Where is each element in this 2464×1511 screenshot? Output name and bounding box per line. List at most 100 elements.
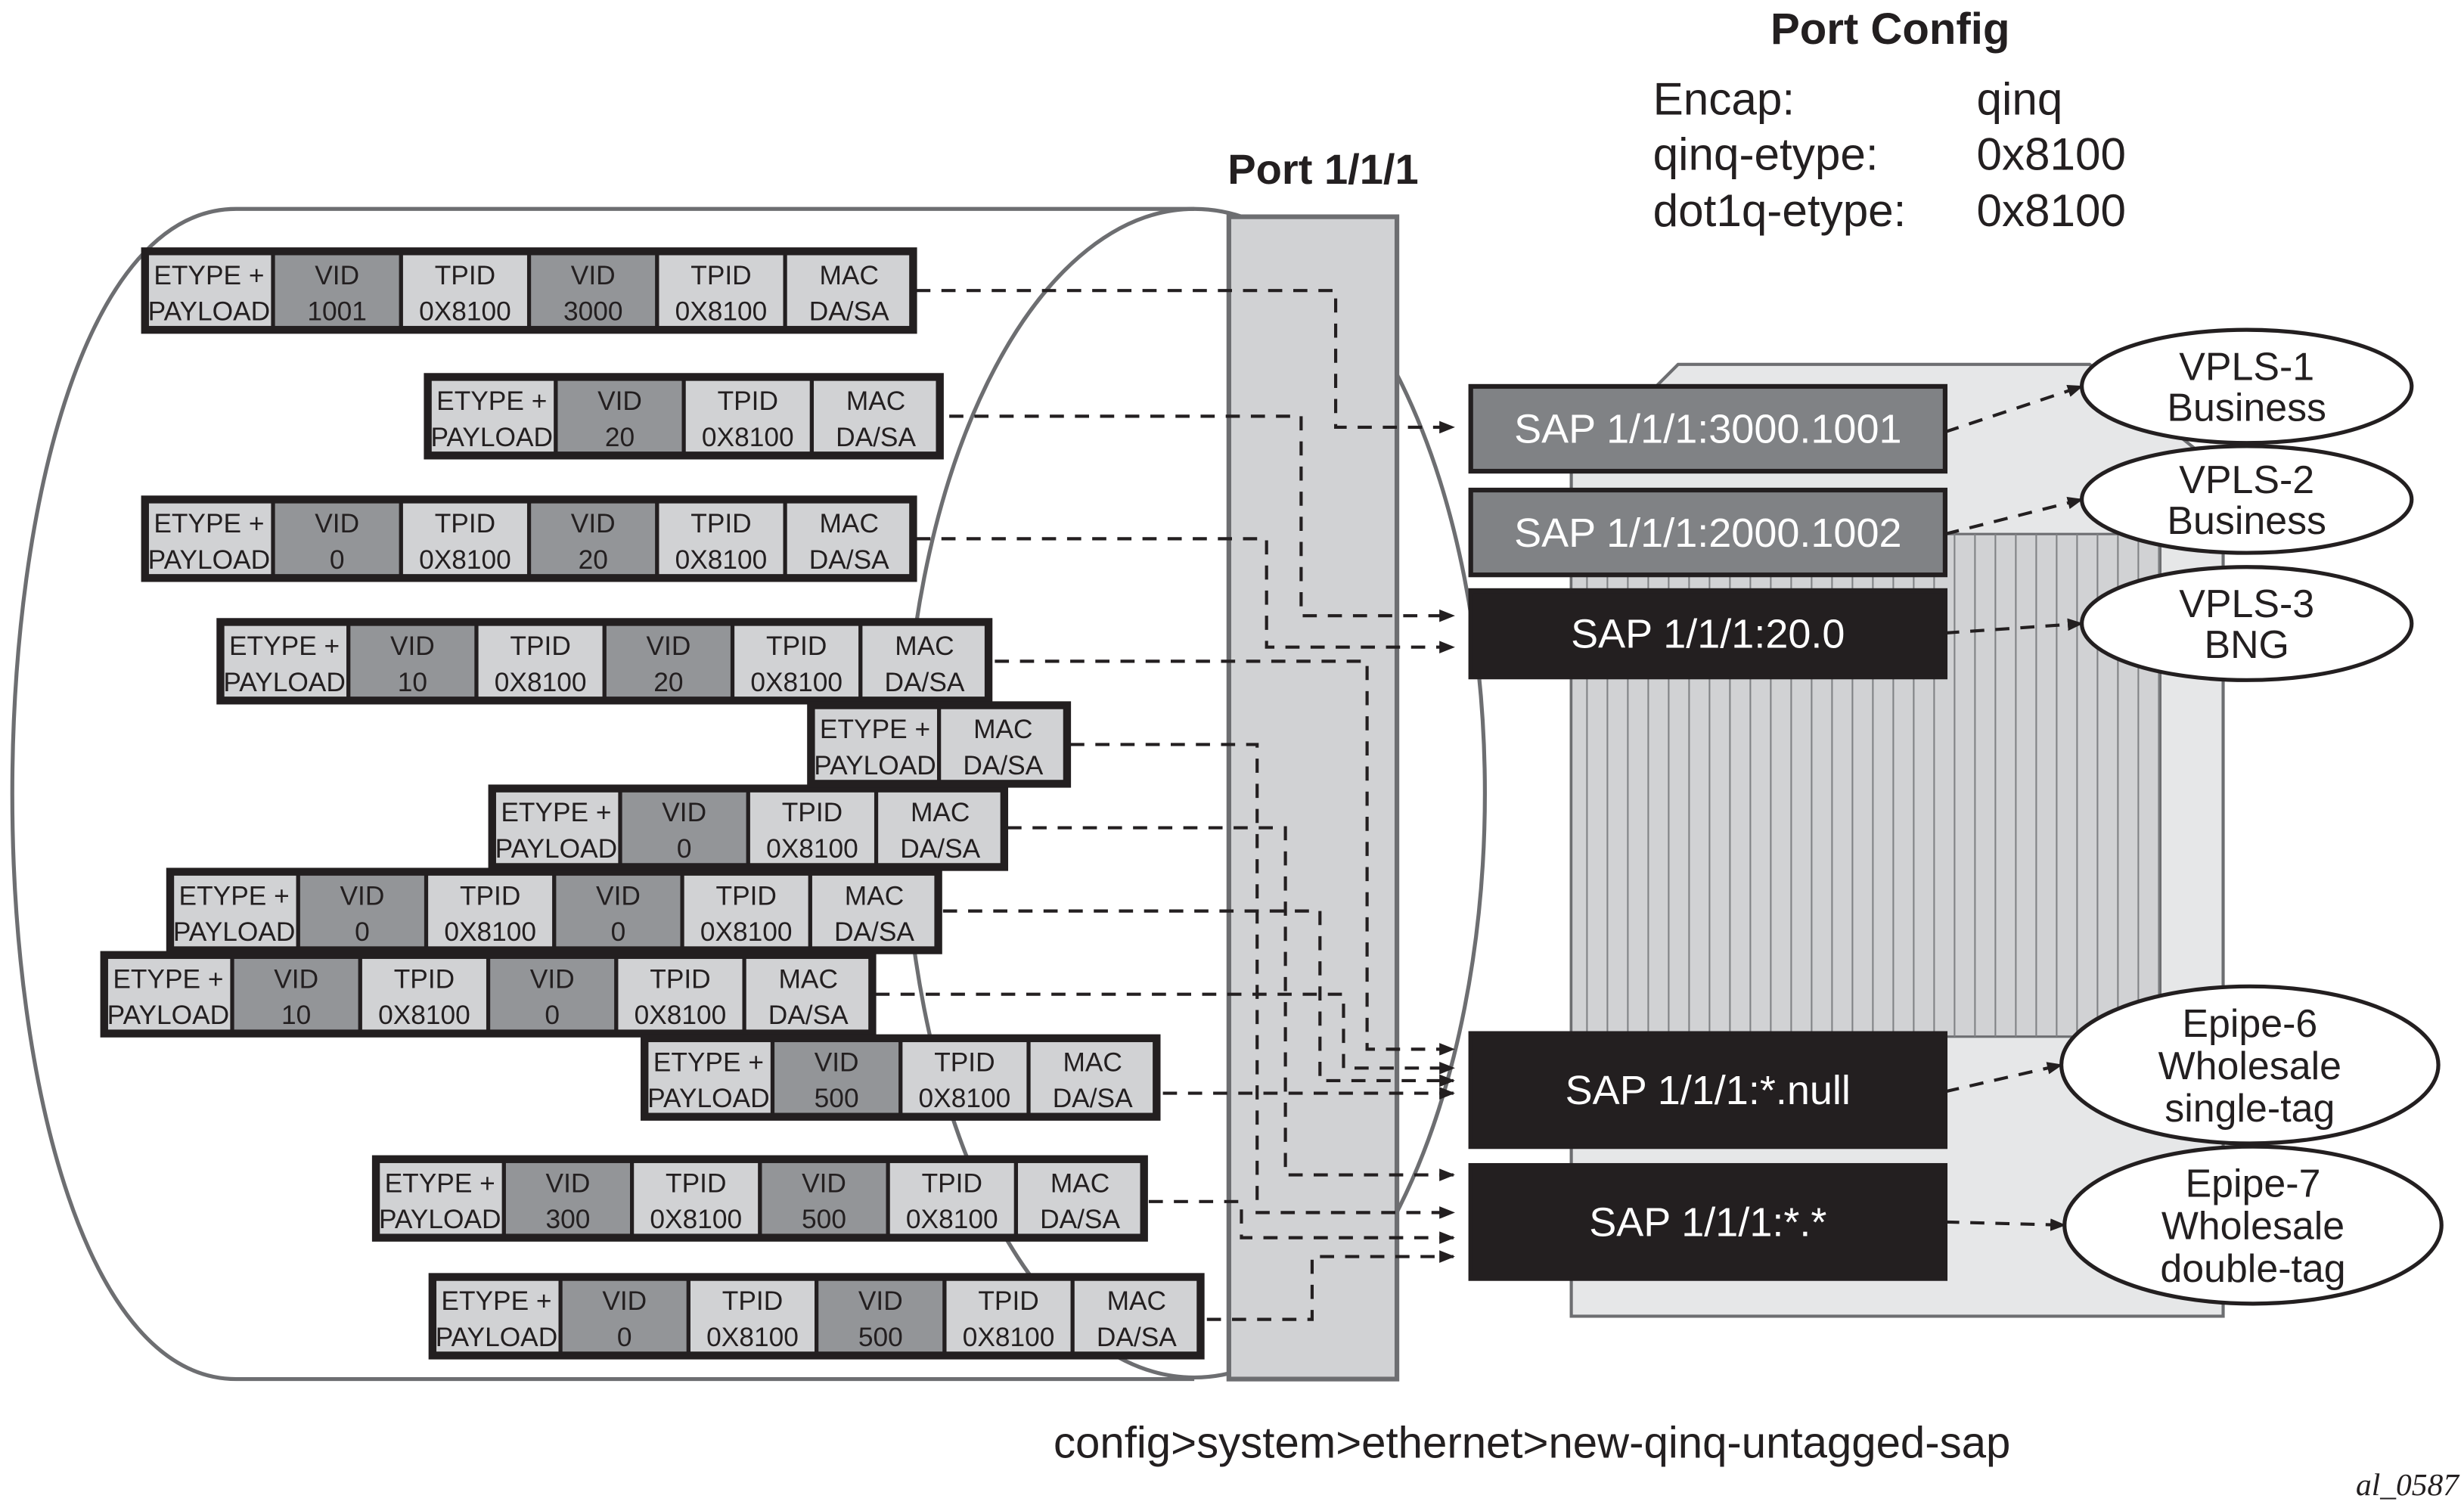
frame-border [488, 784, 1009, 871]
field-name: MAC [911, 798, 970, 827]
field-name: VID [815, 1047, 859, 1077]
field-value: 20 [579, 545, 608, 575]
flow-line [1206, 1250, 1455, 1321]
field-name: ETYPE + [154, 261, 264, 290]
field-name: TPID [766, 631, 827, 661]
flow-line [949, 414, 1455, 622]
service-label: VPLS-2 [2179, 458, 2314, 502]
frame-field [271, 249, 403, 332]
field-value: 0X8100 [650, 1205, 742, 1234]
field-name: VID [571, 509, 616, 538]
field-value: 0X8100 [419, 545, 511, 575]
frame-field [346, 619, 479, 703]
field-value: PAYLOAD [173, 917, 296, 947]
field-value: 1001 [307, 297, 367, 327]
field-value: DA/SA [884, 668, 964, 697]
field-name: VID [315, 509, 359, 538]
field-name: ETYPE + [501, 798, 611, 827]
field-value: 0X8100 [675, 545, 768, 575]
port-cylinder [10, 206, 1195, 1382]
frame-field [808, 870, 941, 953]
flow-line [916, 289, 1455, 434]
field-value: 0 [611, 917, 626, 947]
field-name: TPID [718, 386, 778, 416]
field-value: DA/SA [963, 751, 1043, 780]
field-name: TPID [435, 261, 495, 290]
field-name: VID [596, 881, 641, 911]
field-value: 3000 [563, 297, 623, 327]
sap-service-link [1944, 1218, 2066, 1231]
service-label: VPLS-1 [2179, 346, 2314, 389]
service-label: single-tag [2165, 1087, 2335, 1131]
service-ellipse[interactable] [2059, 984, 2441, 1146]
service-label: BNG [2204, 623, 2289, 667]
service-label: Business [2167, 386, 2326, 430]
sap-box[interactable]: SAP 1/1/1:*.null [1468, 1031, 1948, 1150]
field-name: MAC [820, 509, 879, 538]
field-name: ETYPE + [229, 631, 340, 661]
frame-border [428, 1273, 1205, 1360]
field-name: VID [340, 881, 384, 911]
field-value: PAYLOAD [647, 1084, 770, 1113]
field-name: MAC [973, 715, 1032, 744]
service-ellipse[interactable] [2062, 1144, 2444, 1306]
frame-field [426, 374, 558, 458]
field-name: VID [858, 1286, 903, 1316]
service-label: Epipe-6 [2182, 1002, 2317, 1046]
field-name: VID [546, 1168, 591, 1198]
field-value: 20 [653, 668, 683, 697]
field-name: TPID [394, 964, 455, 994]
sap-label: SAP 1/1/1:3000.1001 [1514, 407, 1901, 452]
field-value: 0X8100 [906, 1205, 998, 1234]
field-name: TPID [666, 1168, 726, 1198]
field-name: VID [597, 386, 642, 416]
ethernet-frame: ETYPE +PAYLOADVID300TPID0X8100VID500TPID… [371, 1155, 1148, 1242]
frame-border [166, 867, 942, 954]
field-value: 0X8100 [919, 1084, 1011, 1113]
field-value: 0X8100 [706, 1323, 799, 1352]
service-ellipse[interactable] [2080, 444, 2414, 555]
flow-line [1148, 1199, 1455, 1244]
field-name: VID [602, 1286, 647, 1316]
field-name: ETYPE + [179, 881, 290, 911]
field-value: 0 [330, 545, 345, 575]
field-value: PAYLOAD [436, 1323, 558, 1352]
service-ellipse[interactable] [2080, 327, 2414, 445]
field-name: ETYPE + [385, 1168, 495, 1198]
frame-field [526, 497, 659, 580]
field-value: 10 [281, 1001, 311, 1030]
field-value: 500 [858, 1323, 903, 1352]
service-label: Wholesale [2158, 1044, 2341, 1088]
service-label: Epipe-7 [2186, 1162, 2321, 1206]
field-value: PAYLOAD [814, 751, 936, 780]
flow-line [942, 909, 1455, 1087]
field-value: 0 [617, 1323, 632, 1352]
service-ellipse[interactable] [2080, 565, 2414, 682]
field-name: VID [662, 798, 706, 827]
sap-box[interactable]: SAP 1/1/1:2000.1002 [1468, 487, 1948, 578]
field-value: 0 [677, 834, 692, 864]
port-1-1-1[interactable] [1226, 214, 1400, 1382]
field-name: VID [802, 1168, 846, 1198]
sap-box[interactable]: SAP 1/1/1:3000.1001 [1468, 383, 1948, 474]
frame-field [770, 1036, 903, 1119]
field-value: 0X8100 [963, 1323, 1055, 1352]
field-value: PAYLOAD [223, 668, 346, 697]
frame-border [141, 495, 917, 582]
sap-box[interactable]: SAP 1/1/1:*.* [1468, 1162, 1948, 1281]
frame-border [641, 1034, 1161, 1121]
field-value: 0 [545, 1001, 560, 1030]
sap-box[interactable]: SAP 1/1/1:20.0 [1468, 588, 1948, 680]
frame-field [486, 953, 619, 1036]
ethernet-frame: ETYPE +PAYLOADVID0TPID0X8100VID500TPID0X… [428, 1273, 1205, 1360]
field-name: MAC [845, 881, 904, 911]
frame-field [614, 953, 746, 1036]
frame-field [296, 870, 429, 953]
field-name: MAC [895, 631, 954, 661]
field-name: MAC [820, 261, 879, 290]
field-value: PAYLOAD [107, 1001, 230, 1030]
sap-label: SAP 1/1/1:*.null [1566, 1068, 1851, 1113]
field-value: 500 [815, 1084, 859, 1113]
field-name: TPID [716, 881, 777, 911]
flow-line [875, 992, 1455, 1075]
